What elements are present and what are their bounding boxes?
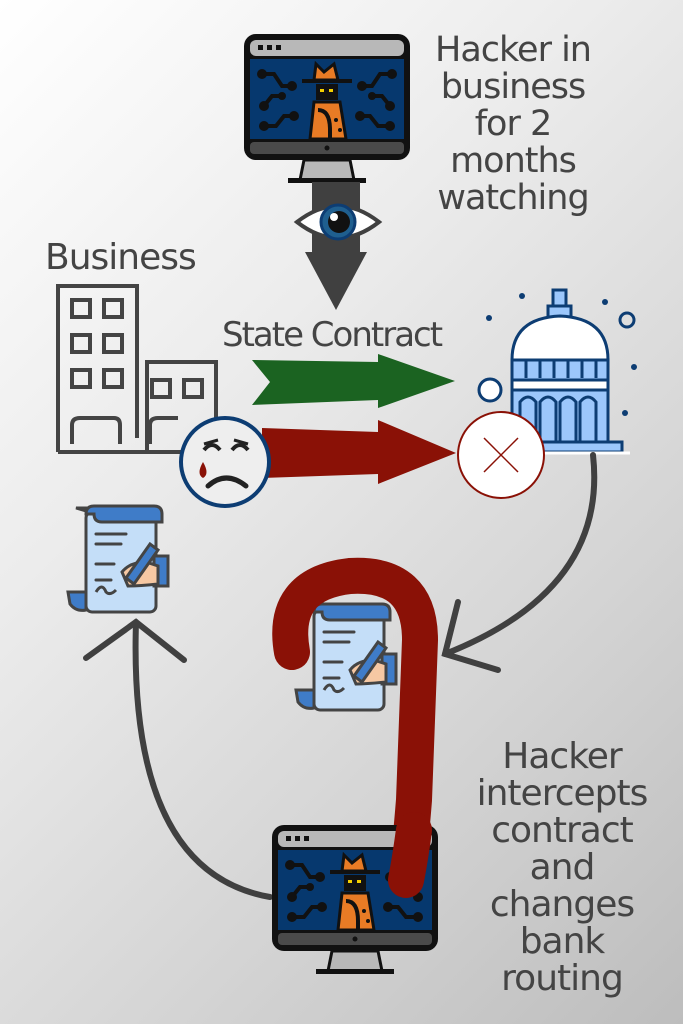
interception-hook-end bbox=[388, 812, 432, 898]
x-circle-icon bbox=[457, 411, 545, 499]
crying-face-icon bbox=[179, 416, 271, 508]
red-arrow bbox=[262, 420, 456, 484]
signed-contract-icon-middle bbox=[294, 602, 398, 712]
label-business: Business bbox=[45, 237, 197, 278]
label-hacker-watching: Hacker in business for 2 months watching bbox=[435, 30, 592, 218]
hacker-monitor-icon-top bbox=[242, 32, 412, 185]
eye-icon bbox=[293, 203, 383, 241]
watch-arrow bbox=[305, 182, 367, 310]
decor-ring bbox=[618, 311, 636, 329]
label-hacker-intercepts: Hacker intercepts contract and changes b… bbox=[476, 736, 649, 999]
capitol-decor-dots bbox=[486, 293, 637, 416]
label-state-contract: State Contract bbox=[222, 315, 443, 355]
office-building-icon bbox=[56, 284, 218, 454]
green-arrow bbox=[252, 354, 455, 408]
curved-arrow-to-contract bbox=[441, 452, 598, 673]
decor-ring bbox=[477, 377, 503, 403]
capitol-dome-icon bbox=[506, 288, 630, 455]
signed-contract-icon-left bbox=[66, 504, 170, 614]
curved-arrow-to-left-contract bbox=[83, 618, 273, 900]
